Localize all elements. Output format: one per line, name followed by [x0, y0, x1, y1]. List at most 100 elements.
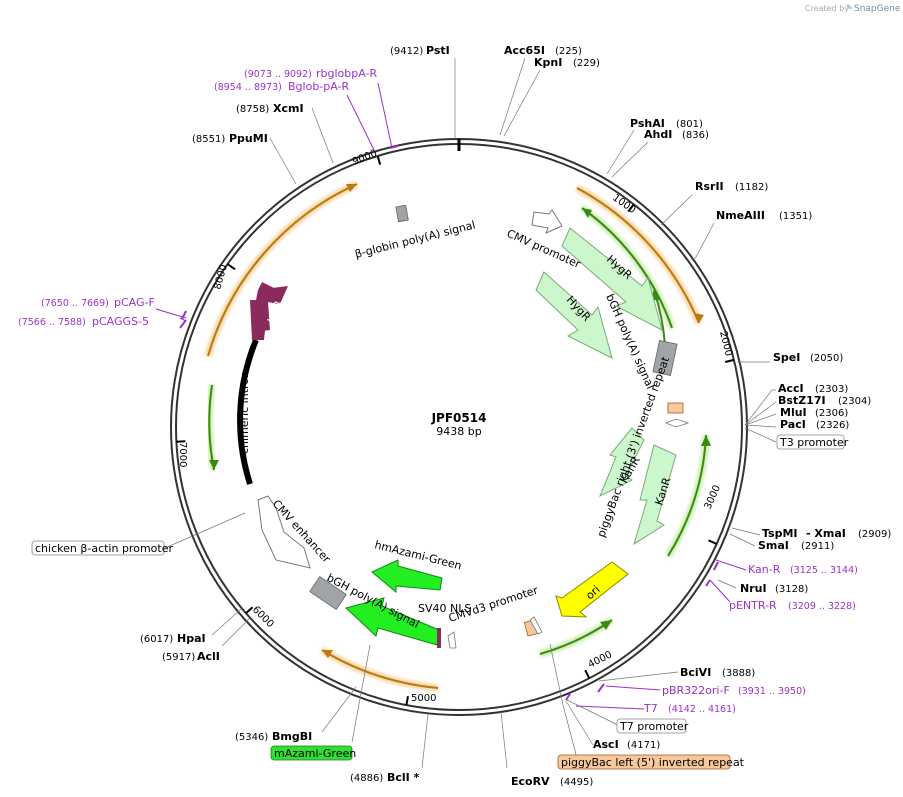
bgh-polya-box-left[interactable] [309, 576, 347, 610]
piggybac-right-box[interactable] [667, 402, 684, 414]
boxed-label-piggybac-left[interactable]: piggyBac left (5') inverted repeat [557, 754, 745, 770]
enzyme-name-kpni[interactable]: KpnI [534, 56, 562, 69]
tick-label-9000: 9000 [351, 148, 379, 168]
enzyme-name-psti[interactable]: PstI [426, 44, 450, 57]
enzyme-name-acli[interactable]: AclI [197, 650, 220, 663]
ruler-tick [627, 203, 635, 213]
enzyme-name-paci[interactable]: PacI [780, 418, 806, 431]
primer-name-pcag-f[interactable]: pCAG-F [114, 296, 155, 309]
beta-globin-polya-box[interactable] [395, 204, 409, 223]
cmv-enhancer-arrow[interactable] [257, 495, 311, 569]
enzyme-name-bmgbi[interactable]: BmgBI [272, 730, 312, 743]
enzyme-pos-acli: (5917) [162, 652, 195, 663]
t3-promoter-small-arrow[interactable] [664, 418, 690, 428]
plasmid-name: JPF0514 [431, 411, 487, 425]
enzyme-name-ahdi[interactable]: AhdI [644, 128, 672, 141]
enzyme-name-mlui[interactable]: MluI [780, 406, 807, 419]
orf-arrowhead [346, 184, 357, 192]
enzyme-name-pshai[interactable]: PshAI [630, 117, 665, 130]
kanr-arrow-inner[interactable] [599, 427, 645, 498]
enzyme-pos-spei: (2050) [810, 353, 843, 364]
hmazami-green-arrow[interactable] [371, 559, 443, 594]
enzyme-name-acci[interactable]: AccI [778, 382, 804, 395]
piggybac-left-label-box [557, 754, 731, 770]
enzyme-name-xcmi[interactable]: XcmI [273, 102, 304, 115]
t7-promoter-small-arrow[interactable] [529, 616, 543, 635]
enzyme-name-smai[interactable]: SmaI [758, 539, 789, 552]
sv40-nls-box[interactable] [437, 628, 441, 648]
enzyme-name-rsrii[interactable]: RsrII [695, 180, 724, 193]
t7-promoter-text: T7 promoter [619, 720, 689, 733]
enzyme-name-tspmi[interactable]: TspMI [762, 527, 798, 540]
label-beta-globin-polya: β-globin poly(A) signal [354, 218, 477, 261]
chimeric-intron-arc[interactable] [237, 338, 259, 485]
enzyme-pos-xcmi: (8758) [236, 104, 269, 115]
enzyme-name-asci[interactable]: AscI [593, 738, 619, 751]
orf-arrowhead [209, 460, 219, 470]
orf-arrowhead [582, 208, 592, 218]
enzyme-pos-smai: (2911) [801, 541, 834, 552]
enzyme-name-spei[interactable]: SpeI [773, 351, 800, 364]
orf-band-glow [204, 180, 359, 357]
enzyme-name-xmai[interactable]: - XmaI [806, 527, 846, 540]
enzyme-name-hpai[interactable]: HpaI [177, 632, 206, 645]
enzyme-name-nrui[interactable]: NruI [740, 582, 767, 595]
label-piggybac-right: piggyBac right (3') inverted repeat [595, 354, 673, 539]
kanr-arrow-outer[interactable] [633, 444, 677, 546]
cmv-promoter-arrow[interactable] [531, 209, 563, 234]
boxed-label-t3-promoter[interactable]: T3 promoter [776, 434, 849, 450]
primer-name-pbr322ori-f[interactable]: pBR322ori-F [662, 684, 730, 697]
watermark-created-by: Created by [805, 4, 849, 13]
t3-promoter-box [776, 434, 845, 450]
plasmid-length: 9438 bp [436, 425, 481, 438]
cmvd3-promoter-small-arrow[interactable] [447, 631, 457, 649]
enzyme-name-bcli[interactable]: BclI * [387, 771, 420, 784]
primer-name-pcaggs-5[interactable]: pCAGGS-5 [92, 315, 149, 328]
enzyme-pos-acc65i: (225) [555, 46, 582, 57]
label-chimeric-intron: chimeric intron [238, 371, 251, 454]
enzyme-pos-tspmi: (2909) [858, 529, 891, 540]
primer-name-t7[interactable]: T7 [643, 702, 658, 715]
enzyme-name-bstz17i[interactable]: BstZ17I [778, 394, 826, 407]
primer-pos-pentr-r: (3209 .. 3228) [788, 601, 856, 612]
primer-name-pentr-r[interactable]: pENTR-R [729, 599, 777, 612]
boxed-label-t7-promoter[interactable]: T7 promoter [616, 718, 689, 734]
ruler-tick [176, 440, 186, 443]
enzyme-pos-nrui: (3128) [775, 584, 808, 595]
orf-band-glow [320, 647, 439, 692]
tick-label-7000: 7000 [177, 442, 188, 467]
enzyme-name-ppumi[interactable]: PpuMI [229, 132, 268, 145]
ruler-tick [708, 539, 718, 545]
mazami-green-arrow[interactable] [344, 597, 440, 646]
primer-name-rbglobpa-r[interactable]: rbglobpA-R [316, 67, 377, 80]
enzyme-pos-nmeaiii: (1351) [779, 211, 812, 222]
orf-band-green-1 [581, 207, 673, 329]
ruler-tick [376, 155, 382, 165]
ruler-tick [405, 696, 409, 706]
enzyme-pos-bcivi: (3888) [722, 668, 755, 679]
ruler-tick [245, 606, 254, 614]
primer-pos-rbglobpa-r: (9073 .. 9092) [244, 69, 312, 80]
hygr-arrow-outer[interactable] [561, 227, 663, 331]
bgh-polya-box-right[interactable] [652, 340, 678, 376]
primer-pos-pcaggs-5: (7566 .. 7588) [18, 317, 86, 328]
hygr-arrow-inner[interactable] [535, 271, 613, 359]
tick-label-3000: 3000 [703, 483, 723, 511]
snapgene-logo-icon: ✎ [846, 3, 853, 12]
enzyme-name-nmeaiii[interactable]: NmeAIII [716, 209, 765, 222]
enzyme-name-bcivi[interactable]: BciVI [680, 666, 711, 679]
primer-name-bglob-pa-r[interactable]: Bglob-pA-R [288, 80, 350, 93]
primer-labels: (9073 .. 9092) rbglobpA-R (8954 .. 8973)… [18, 67, 858, 715]
boxed-label-chicken-beta-actin[interactable]: chicken β-actin promoter [31, 540, 173, 556]
ori-arrow[interactable] [555, 561, 629, 618]
watermark-brand: SnapGene [854, 4, 901, 14]
enzyme-pos-paci: (2326) [816, 420, 849, 431]
enzyme-name-acc65i[interactable]: Acc65I [504, 44, 545, 57]
tick-label-8000: 8000 [212, 263, 230, 290]
primer-name-kan-r[interactable]: Kan-R [748, 563, 781, 576]
enzyme-name-ecorv[interactable]: EcoRV [511, 775, 550, 788]
ruler-tick [724, 358, 735, 363]
ruler-tick [227, 263, 236, 271]
boxed-label-mazami-green[interactable]: mAzami-Green [270, 745, 356, 761]
